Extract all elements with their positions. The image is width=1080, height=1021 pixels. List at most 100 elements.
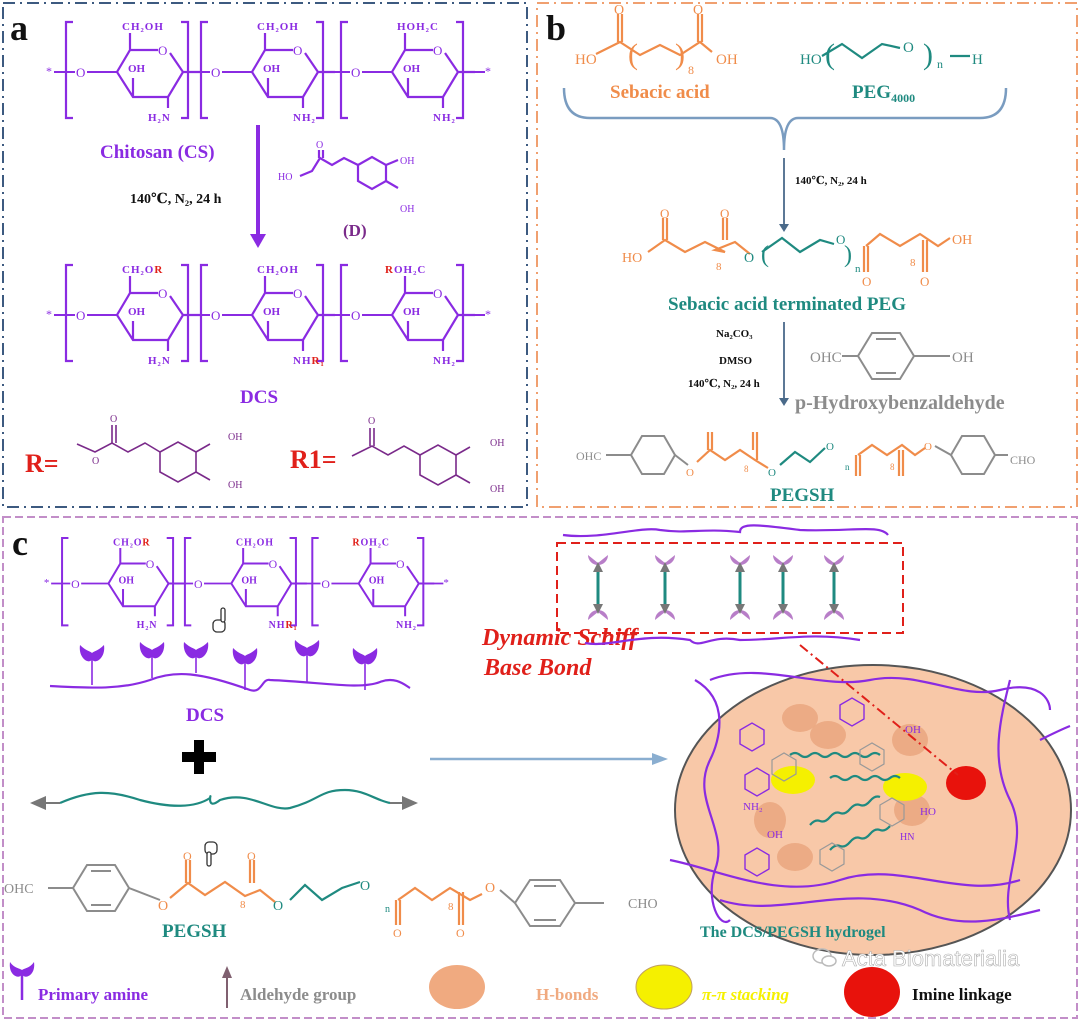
label-segment: H₂N [148, 355, 171, 367]
pegsh-strand [30, 788, 418, 810]
atom-ohc: OHC [810, 350, 842, 366]
substituent-label: CH₂OH [236, 537, 274, 548]
repeat-count: 8 [910, 257, 916, 269]
repeat-bracket [199, 20, 325, 120]
label-segment: H₂N [137, 620, 158, 631]
label-segment: CH₂OH [257, 21, 299, 33]
atom-oh: OH [128, 63, 146, 75]
legend-label-aldehyde: Aldehyde group [240, 985, 356, 1004]
pi-stacking-blob [771, 766, 815, 794]
arrow-head [660, 562, 670, 572]
aldehyde-arrow-icon [222, 966, 232, 1008]
h-bond-blob [754, 802, 786, 838]
pyranose-ring [390, 33, 475, 108]
atom-o: O [686, 467, 694, 479]
atom-oh: OH [228, 432, 242, 443]
hand-pointer-icon [212, 607, 226, 633]
repeat-count: 8 [240, 899, 246, 911]
chain-end-star: * [46, 64, 52, 78]
repeat-count: 8 [688, 63, 694, 77]
amine-icon [655, 610, 675, 620]
reagent-na2co3: Na₂CO₃ [716, 328, 753, 340]
legend-label-pi-stacking: π-π stacking [702, 985, 790, 1004]
atom-o: O [720, 206, 729, 221]
label-segment: R [352, 537, 360, 548]
atom-o: O [158, 899, 168, 914]
reagent-d-structure: O HO OH OH [278, 140, 414, 215]
atom-ohc: OHC [4, 882, 34, 897]
watermark: Acta Biomaterialia [842, 946, 1020, 971]
amine-icon [824, 610, 844, 620]
chain-end-star: * [485, 64, 491, 78]
repeat-bracket [339, 20, 465, 120]
peg-label: PEG4000 [852, 82, 915, 105]
primary-amine-icon [9, 962, 35, 1000]
primary-amine-icon [183, 642, 209, 659]
atom-o: O [693, 3, 703, 18]
atom-o: O [269, 557, 278, 571]
amine-icon [730, 610, 750, 620]
atom-ho: HO [575, 52, 597, 68]
arrow-head [829, 604, 839, 614]
repeat-bracket [64, 20, 190, 120]
atom-ohc: OHC [576, 449, 601, 463]
chain-end-star: * [485, 307, 491, 321]
repeat-bracket [183, 537, 297, 627]
atom-o: O [368, 416, 375, 427]
label-segment: R₁ [312, 355, 325, 367]
formation-arrow-head [652, 753, 668, 765]
amine-label: NH₂ [293, 112, 316, 124]
amine-icon [730, 555, 750, 565]
atom-oh: OH [400, 204, 414, 215]
label-segment: NH [293, 355, 312, 367]
atom-o: O [826, 441, 834, 453]
amine-label: H₂N [148, 355, 171, 367]
substituent-label: HOH₂C [397, 21, 439, 33]
amine-icon [773, 555, 793, 565]
repeat-count: 8 [448, 901, 454, 913]
amine-icon [588, 555, 608, 565]
arrow-head-b2 [779, 398, 789, 406]
r1-group-structure: O OH OH [351, 416, 504, 495]
paren: ) [675, 38, 685, 71]
wechat-icon [812, 948, 837, 967]
atom-o: O [903, 40, 914, 56]
pegsh-structure-c: OHC O O O 8 O O n 8 O O O CHO [4, 849, 658, 940]
repeat-bracket [339, 263, 465, 363]
dcs-label-a: DCS [240, 387, 278, 408]
paren: ) [844, 242, 852, 268]
condition-a: 140℃, N₂, 24 h [130, 192, 222, 207]
chain-end-star: * [46, 307, 52, 321]
label-segment: OH₂C [360, 537, 389, 548]
atom-o: O [920, 274, 929, 289]
atom-o: O [158, 43, 167, 58]
atom-cho: CHO [1010, 453, 1036, 467]
repeat-bracket [199, 263, 325, 363]
pi-stacking-circle-icon [635, 964, 693, 1010]
atom-oh: OH [403, 63, 421, 75]
imine-circle-icon [844, 967, 900, 1017]
reagent-dmso: DMSO [719, 355, 752, 367]
paren: ( [761, 242, 769, 268]
arrow-head [829, 562, 839, 572]
amine-label: H₂N [137, 620, 158, 631]
atom-oh: OH [490, 438, 504, 449]
atom-o: O [76, 308, 85, 323]
label-segment: NH₂ [293, 112, 316, 124]
atom-oh: OH [952, 350, 974, 366]
reagent-condition: 140℃, N₂, 24 h [688, 378, 760, 390]
atom-o: O [211, 308, 220, 323]
pi-stacking-blob [883, 773, 927, 801]
r-group-structure: O O OH OH [76, 414, 242, 491]
atom-oh: OH [952, 233, 972, 248]
peg-structure: HO ( O ) n H [800, 38, 983, 71]
arrow-head [660, 604, 670, 614]
pegsh-label-b: PEGSH [770, 485, 835, 506]
atom-hn: HN [900, 832, 914, 843]
h-bond-blob [894, 794, 930, 826]
